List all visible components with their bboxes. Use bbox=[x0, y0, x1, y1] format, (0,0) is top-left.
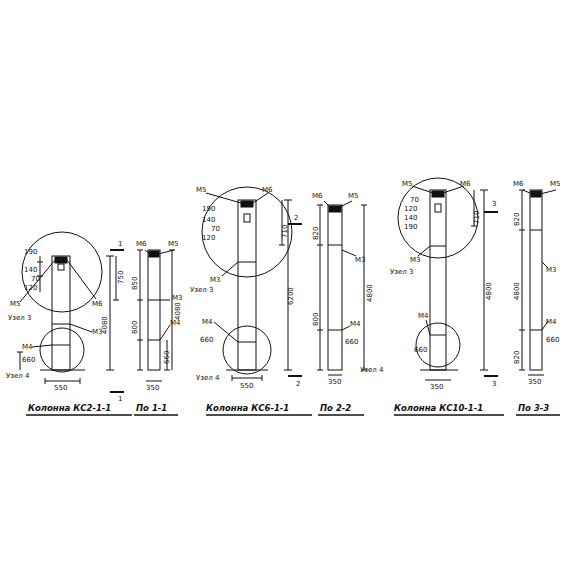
dimension-label: 140 bbox=[202, 216, 215, 224]
dimension-label: 550 bbox=[240, 382, 253, 390]
dimension-label: 3 bbox=[492, 200, 496, 208]
dimension-label: М6 bbox=[136, 240, 147, 248]
dimension-label: Узел 3 bbox=[8, 314, 31, 322]
dimension-label: 820 bbox=[513, 213, 521, 226]
dimension-label: 660 bbox=[163, 351, 171, 364]
dimension-label: М5 bbox=[402, 180, 413, 188]
section-2-2 bbox=[317, 201, 367, 375]
dimension-label: М3 bbox=[210, 276, 221, 284]
dimension-label: 850 bbox=[131, 277, 139, 290]
drawing-title: По 2-2 bbox=[320, 403, 351, 413]
dimension-label: 70 bbox=[31, 275, 40, 283]
dimension-label: М6 bbox=[92, 300, 103, 308]
dimension-label: 70 bbox=[211, 225, 220, 233]
drawing-title: По 3-3 bbox=[518, 403, 549, 413]
dimension-label: 350 bbox=[430, 383, 443, 391]
column-kc2 bbox=[17, 232, 124, 392]
dimension-label: М4 bbox=[418, 312, 429, 320]
dimension-label: 3 bbox=[492, 380, 496, 388]
drawing-title: Колонна КС10-1-1 bbox=[394, 403, 483, 413]
dimension-label: 190 bbox=[404, 223, 417, 231]
dimension-label: Узел 4 bbox=[6, 372, 29, 380]
dimension-label: М5 bbox=[10, 300, 21, 308]
dimension-label: М3 bbox=[355, 256, 366, 264]
dimension-label: М6 bbox=[312, 192, 323, 200]
dimension-label: М5 bbox=[550, 180, 561, 188]
dimension-label: 350 bbox=[528, 378, 541, 386]
dimension-label: М3 bbox=[172, 294, 183, 302]
dimension-label: 660 bbox=[414, 346, 427, 354]
drawing-title: Колонна КС2-1-1 bbox=[28, 403, 111, 413]
dimension-label: 820 bbox=[513, 351, 521, 364]
dimension-label: 4800 bbox=[485, 282, 493, 300]
dimension-label: 120 bbox=[404, 205, 417, 213]
dimension-label: Узел 4 bbox=[360, 366, 383, 374]
dimension-label: 710 bbox=[281, 225, 289, 238]
dimension-label: 350 bbox=[146, 384, 159, 392]
dimension-label: 190 bbox=[24, 248, 37, 256]
dimension-label: 140 bbox=[404, 214, 417, 222]
dimension-label: М4 bbox=[170, 319, 181, 327]
dimension-label: 4800 bbox=[366, 284, 374, 302]
dimension-label: М4 bbox=[546, 318, 557, 326]
dimension-label: М5 bbox=[348, 192, 359, 200]
dimension-label: 4080 bbox=[174, 302, 182, 320]
drawing-title: Колонна КС6-1-1 bbox=[206, 403, 289, 413]
dimension-label: 190 bbox=[202, 205, 215, 213]
dimension-label: 4800 bbox=[513, 282, 521, 300]
dimension-label: 800 bbox=[312, 313, 320, 326]
dimension-label: 140 bbox=[24, 266, 37, 274]
dimension-label: 70 bbox=[410, 196, 419, 204]
dimension-label: 2 bbox=[294, 214, 298, 222]
dimension-label: М6 bbox=[262, 186, 273, 194]
dimension-label: Узел 4 bbox=[196, 374, 219, 382]
dimension-label: 820 bbox=[312, 227, 320, 240]
title-underlines bbox=[26, 414, 560, 415]
dimension-label: 660 bbox=[200, 336, 213, 344]
dimension-label: 2 bbox=[296, 380, 300, 388]
dimension-label: М5 bbox=[168, 240, 179, 248]
column-kc6 bbox=[202, 187, 302, 381]
dimension-label: М6 bbox=[460, 180, 471, 188]
dimension-label: 1 bbox=[118, 395, 122, 403]
dimension-label: Узел 3 bbox=[190, 286, 213, 294]
dimension-label: 660 bbox=[345, 338, 358, 346]
section-1-1 bbox=[137, 250, 175, 381]
drawing-title: По 1-1 bbox=[136, 403, 167, 413]
dimension-label: 350 bbox=[328, 378, 341, 386]
dimension-label: 120 bbox=[24, 284, 37, 292]
dimension-label: М4 bbox=[350, 320, 361, 328]
dimension-label: М5 bbox=[196, 186, 207, 194]
column-kc10 bbox=[398, 178, 498, 380]
dimension-label: М3 bbox=[546, 266, 557, 274]
dimension-label: М6 bbox=[513, 180, 524, 188]
dimension-label: М3 bbox=[92, 328, 103, 336]
dimension-label: 550 bbox=[54, 384, 67, 392]
dimension-label: М3 bbox=[410, 256, 421, 264]
dimension-label: 120 bbox=[202, 234, 215, 242]
dimension-label: 710 bbox=[473, 211, 481, 224]
dimension-label: 660 bbox=[22, 356, 35, 364]
dimension-label: М4 bbox=[202, 318, 213, 326]
dimension-label: 6200 bbox=[287, 287, 295, 305]
section-3-3 bbox=[519, 190, 556, 375]
dimension-label: 660 bbox=[546, 336, 559, 344]
dimension-label: Узел 3 bbox=[390, 268, 413, 276]
dimension-label: 1 bbox=[118, 240, 122, 248]
dimension-label: 750 bbox=[117, 271, 125, 284]
dimension-label: М4 bbox=[22, 343, 33, 351]
dimension-label: 800 bbox=[131, 321, 139, 334]
